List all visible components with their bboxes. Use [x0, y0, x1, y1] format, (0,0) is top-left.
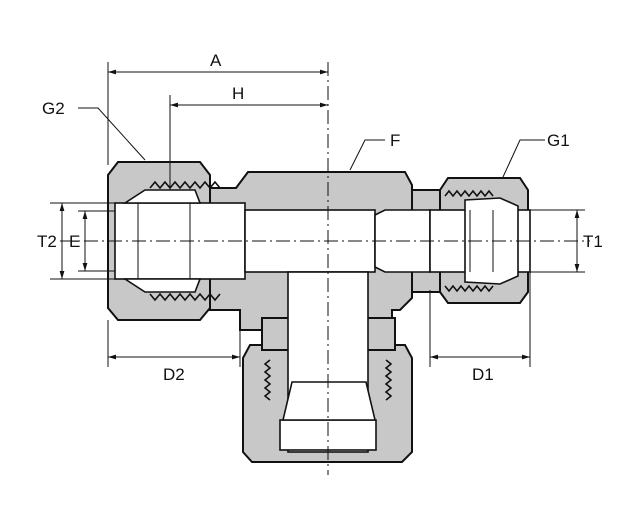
dim-label-f: F: [390, 131, 400, 150]
threads: [149, 180, 494, 401]
dim-label-g2: G2: [42, 99, 65, 118]
dim-label-t2: T2: [37, 232, 57, 251]
dim-label-t1: T1: [583, 232, 603, 251]
dimension-lines: [50, 62, 585, 367]
dim-label-d1: D1: [472, 365, 494, 384]
dim-label-g1: G1: [547, 131, 570, 150]
dim-label-a: A: [210, 51, 222, 70]
dim-label-e: E: [69, 232, 80, 251]
dim-label-d2: D2: [163, 365, 185, 384]
dim-label-h: H: [232, 84, 244, 103]
